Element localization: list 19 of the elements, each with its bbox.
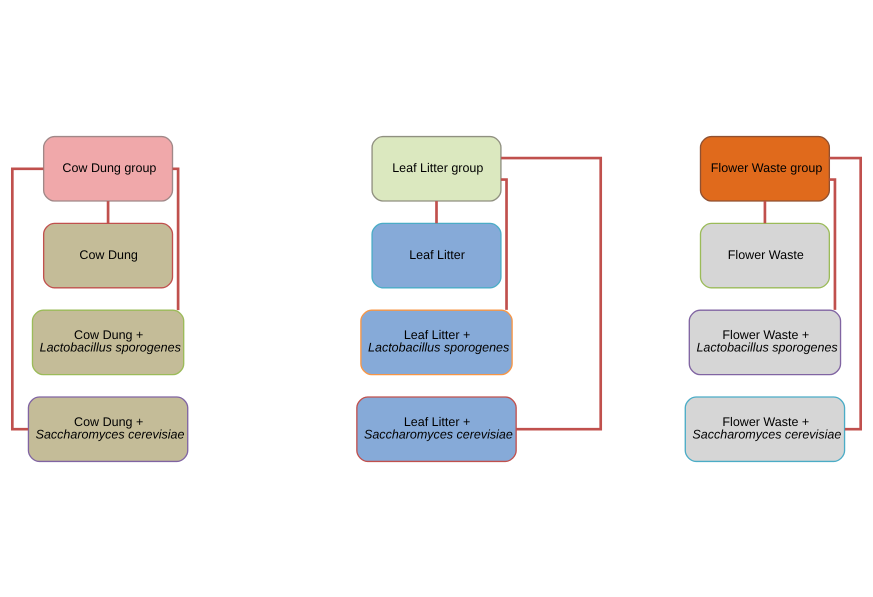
- connector: [764, 200, 766, 223]
- node-box: Flower Waste + Lactobacillus sporogenes: [688, 309, 842, 375]
- connector: [501, 156, 602, 430]
- connector: [435, 200, 438, 223]
- node-box: Cow Dung + Saccharomyces cerevisiae: [28, 396, 188, 462]
- node-box: Leaf Litter group: [371, 135, 502, 202]
- node-box: Leaf Litter + Lactobacillus sporogenes: [360, 309, 513, 375]
- node-box: Flower Waste group: [700, 135, 830, 202]
- connector: [829, 178, 836, 310]
- node-box: Leaf Litter: [371, 222, 502, 288]
- node-box: Cow Dung + Lactobacillus sporogenes: [32, 309, 184, 375]
- node-box: Flower Waste + Saccharomyces cerevisiae: [684, 396, 846, 462]
- node-box: Cow Dung: [42, 222, 174, 288]
- connector: [501, 178, 508, 310]
- connector: [172, 166, 180, 310]
- connector: [106, 200, 110, 223]
- node-box: Flower Waste: [700, 222, 830, 288]
- node-box: Cow Dung group: [42, 135, 174, 202]
- node-box: Leaf Litter + Saccharomyces cerevisiae: [356, 396, 517, 462]
